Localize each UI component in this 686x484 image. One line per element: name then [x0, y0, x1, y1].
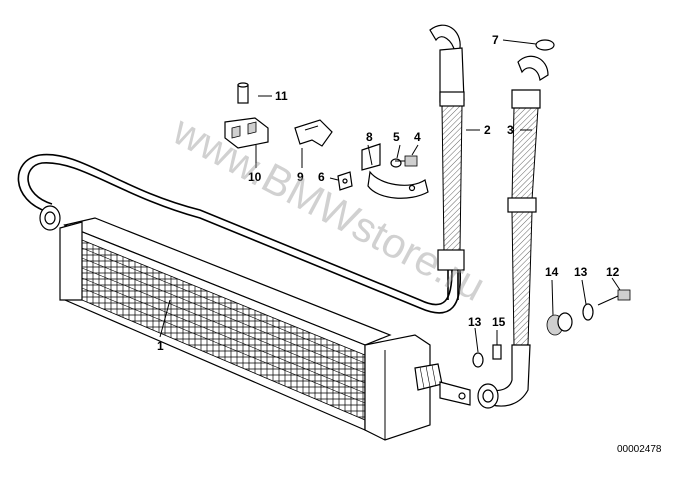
part-15-sleeve [492, 344, 502, 360]
callout-13b: 13 [574, 265, 588, 279]
callout-1: 1 [157, 339, 164, 353]
callout-11: 11 [275, 89, 288, 103]
callout-2: 2 [484, 123, 491, 137]
callout-5: 5 [393, 130, 400, 144]
callouts: 1 2 3 4 5 6 7 8 9 10 11 12 13 13 14 15 [157, 33, 620, 353]
callout-4: 4 [414, 130, 421, 144]
leader-lines [159, 39, 621, 353]
callout-10: 10 [248, 170, 262, 184]
return-pipe [17, 153, 462, 314]
part-8-bracket [361, 143, 429, 199]
doc-number: 00002478 [617, 444, 662, 455]
part-10-clamp [224, 117, 269, 149]
part-14-grommet [546, 312, 573, 336]
callout-3: 3 [507, 123, 514, 137]
part-4-bolt [395, 155, 418, 167]
callout-12: 12 [606, 265, 620, 279]
part-7-o-ring [535, 39, 555, 51]
part-11-sleeve [237, 82, 249, 104]
callout-14: 14 [545, 265, 559, 279]
callout-15: 15 [492, 315, 506, 329]
callout-9: 9 [297, 170, 304, 184]
part-6-nut [337, 171, 353, 191]
part-13-washer-b [582, 303, 594, 321]
part-12-screw [597, 289, 631, 306]
part-9-holder [294, 119, 333, 147]
callout-8: 8 [366, 130, 373, 144]
callout-13a: 13 [468, 315, 482, 329]
hose-2 [429, 24, 465, 300]
part-13-washer-a [472, 352, 484, 368]
hose-3 [477, 55, 549, 409]
callout-7: 7 [492, 33, 499, 47]
part-5-washer [390, 158, 402, 168]
callout-6: 6 [318, 170, 325, 184]
oil-cooler [59, 217, 471, 441]
